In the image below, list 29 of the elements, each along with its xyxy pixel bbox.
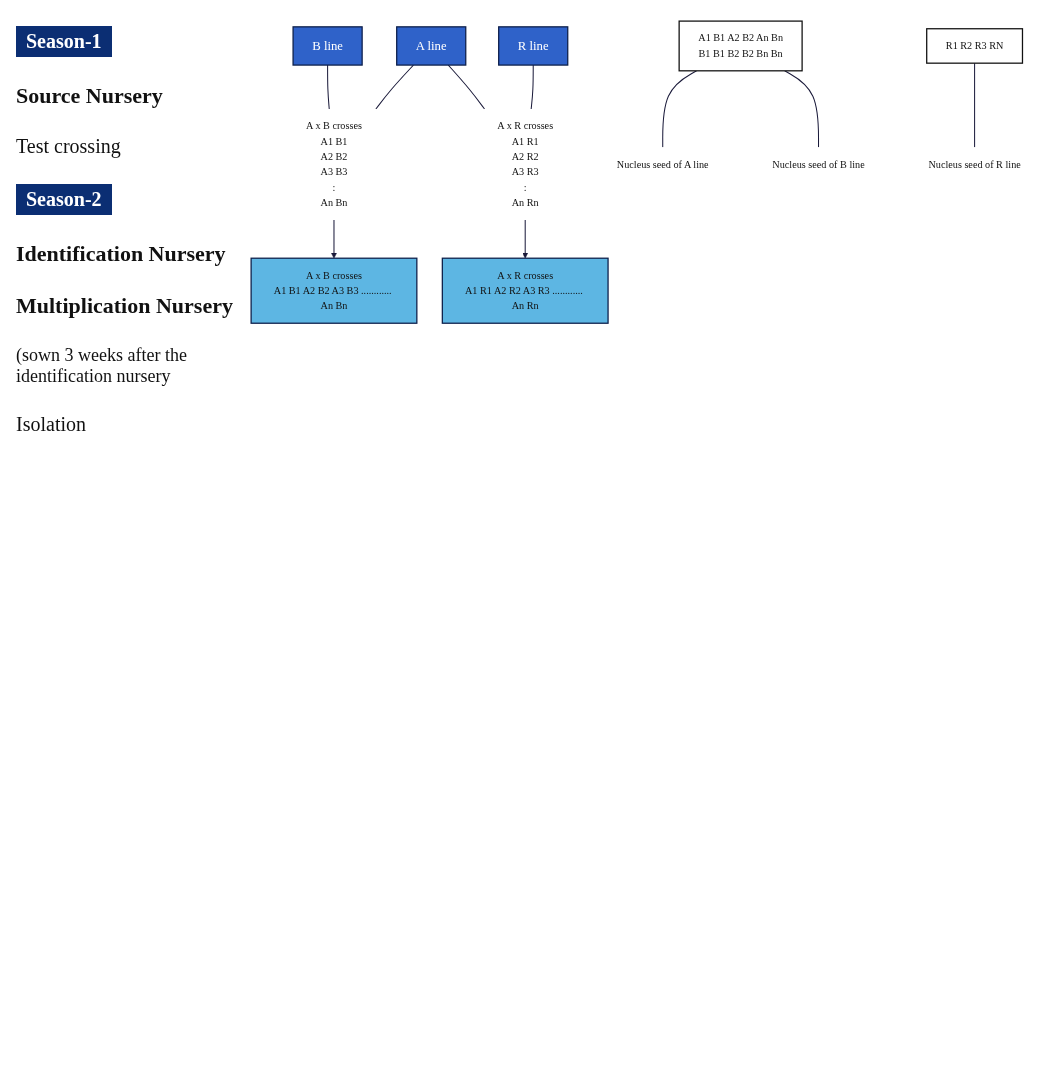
node-text: A x R crosses A1 R1 A2 R2 A3 R3 : An Rn bbox=[497, 120, 554, 208]
node-box: R1 R2 R3 RN bbox=[926, 28, 1024, 64]
connector bbox=[784, 70, 820, 148]
connector bbox=[375, 64, 414, 110]
node-box: A1 B1 A2 B2 An Bn B1 B1 B2 B2 Bn Bn bbox=[678, 20, 803, 72]
arrow bbox=[522, 219, 528, 259]
node-text: Nucleus seed of A line bbox=[616, 158, 709, 170]
season-badge: Season-2 bbox=[16, 184, 112, 215]
node-text: Nucleus seed of B line bbox=[772, 158, 865, 170]
note-text: (sown 3 weeks after the identification nursery bbox=[16, 345, 188, 387]
node-box: R line bbox=[498, 26, 569, 66]
node-box: B line bbox=[292, 26, 363, 66]
row-label: Test crossing bbox=[16, 135, 122, 158]
connector bbox=[327, 64, 330, 110]
node-box: A line bbox=[396, 26, 467, 66]
node-text: Nucleus seed of R line bbox=[928, 158, 1021, 170]
connector bbox=[447, 64, 486, 110]
row-heading: Identification Nursery bbox=[16, 241, 227, 267]
isolation-label: Isolation bbox=[16, 413, 87, 436]
node-text: A x B crosses A1 B1 A2 B2 A3 B3 : An Bn bbox=[306, 120, 362, 208]
node-box: A x R crosses A1 R1 A2 R2 A3 R3 ............ An Rn bbox=[441, 257, 609, 324]
season-badge: Season-1 bbox=[16, 26, 112, 57]
connector bbox=[662, 70, 698, 148]
row-heading: Source Nursery bbox=[16, 83, 164, 109]
node-box: A x B crosses A1 B1 A2 B2 A3 B3 ............ An Bn bbox=[250, 257, 418, 324]
connector bbox=[530, 64, 534, 110]
row-heading: Multiplication Nursery bbox=[16, 293, 234, 319]
connector bbox=[974, 62, 976, 148]
arrow bbox=[331, 219, 337, 259]
